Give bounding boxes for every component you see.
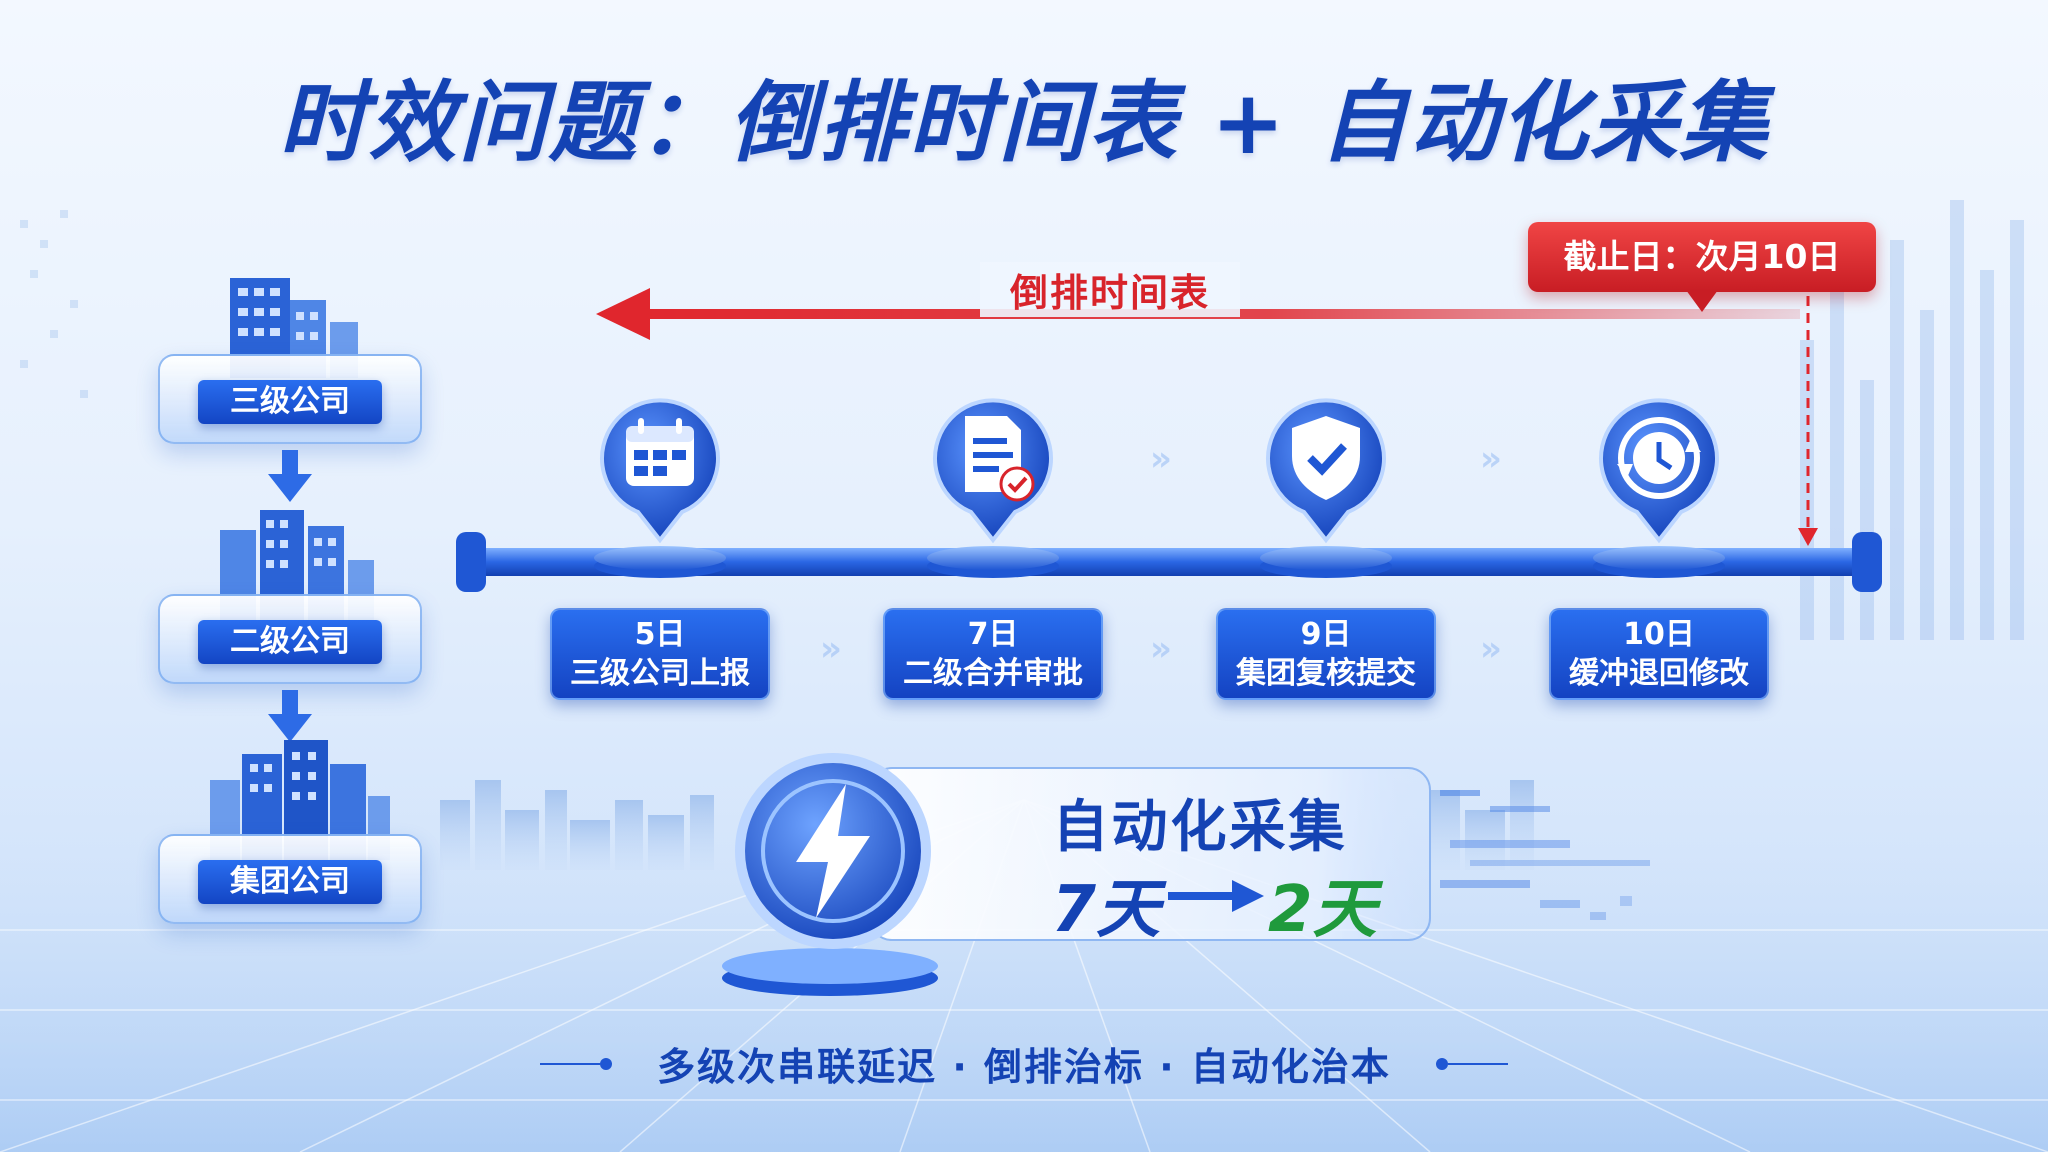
step-task: 三级公司上报 [570,656,750,691]
svg-text:»: » [1480,439,1502,479]
automation-after: 2天 [1268,873,1377,947]
step-task: 二级合并审批 [903,656,1083,691]
step-2: 7日 二级合并审批 [883,608,1103,700]
calendar-icon [594,398,726,578]
step-day: 7日 [967,617,1019,652]
page-title: 时效问题：倒排时间表 + 自动化采集 [278,71,1770,174]
svg-text:»: » [820,629,842,669]
tier-label: 集团公司 [198,860,382,904]
step-day: 10日 [1623,617,1695,652]
step-day: 5日 [634,617,686,652]
automation-title: 自动化采集 [1052,795,1348,860]
footer-summary: 多级次串联延迟 · 倒排治标 · 自动化治本 [657,1045,1391,1089]
step-task: 缓冲退回修改 [1569,656,1749,691]
svg-text:»: » [1150,439,1172,479]
clock-refresh-icon [1593,398,1725,578]
automation-before: 7天 [1051,873,1160,947]
tier-label: 二级公司 [198,620,382,664]
step-day: 9日 [1300,617,1352,652]
backward-schedule-label: 倒排时间表 [980,262,1240,317]
shield-check-icon [1260,398,1392,578]
step-1: 5日 三级公司上报 [550,608,770,700]
step-task: 集团复核提交 [1236,656,1416,691]
deadline-pointer [1686,290,1718,312]
tier-label: 三级公司 [198,380,382,424]
tier-level2: 二级公司 [150,500,430,690]
svg-text:»: » [1150,629,1172,669]
arrow-down-icon [268,690,312,742]
tier-level3: 三级公司 [150,260,430,450]
step-4: 10日 缓冲退回修改 [1549,608,1769,700]
lightning-icon [735,753,931,949]
document-check-icon [927,398,1059,578]
arrow-down-icon [268,450,312,502]
deadline-badge: 截止日：次月10日 [1528,222,1876,292]
tier-group: 集团公司 [150,740,430,930]
step-3: 9日 集团复核提交 [1216,608,1436,700]
svg-text:»: » [1480,629,1502,669]
arrow-right-icon [1168,880,1264,912]
